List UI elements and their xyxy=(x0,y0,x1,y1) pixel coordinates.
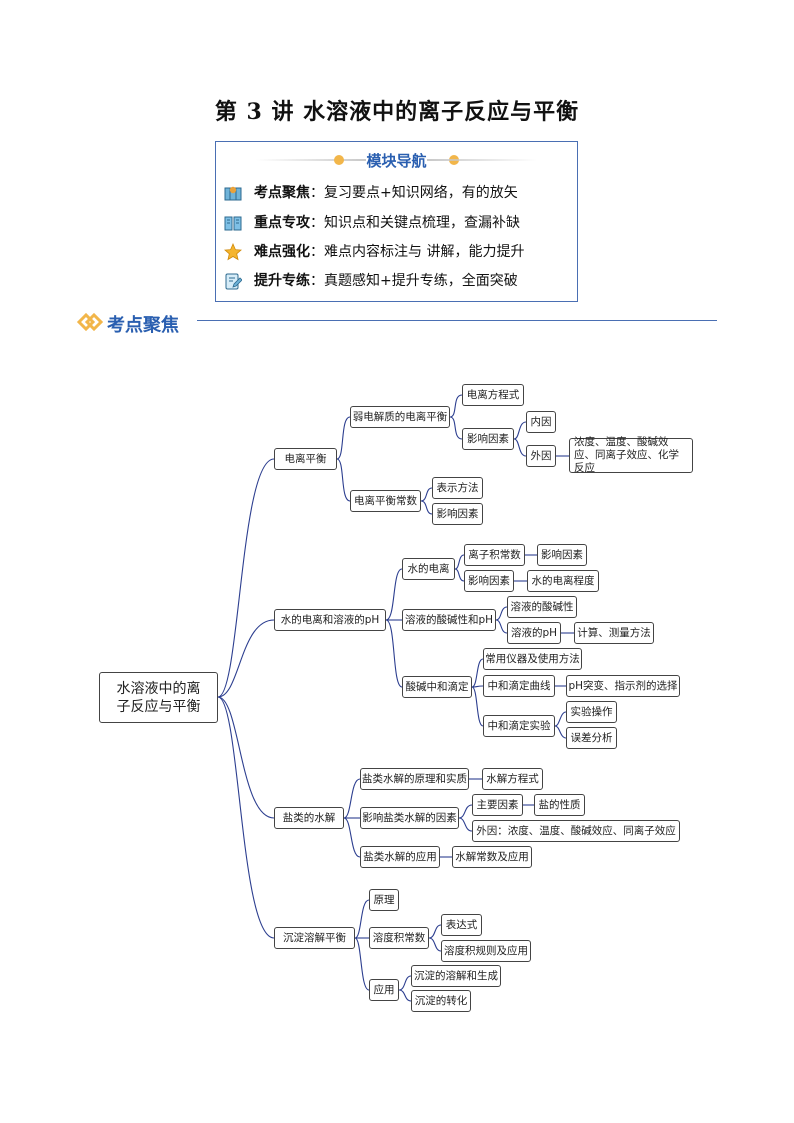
mindmap-node: 沉淀的转化 xyxy=(411,990,471,1012)
nav-item-text: 复习要点+知识网络，有的放矢 xyxy=(324,185,518,201)
double-diamond-icon xyxy=(76,312,104,335)
mindmap-node: 溶度积常数 xyxy=(369,927,429,949)
mindmap-node: 盐类的水解 xyxy=(274,807,344,829)
nav-item-text: 知识点和关键点梳理，查漏补缺 xyxy=(324,215,520,231)
mindmap-node: 常用仪器及使用方法 xyxy=(483,648,582,670)
nav-item-separator: ： xyxy=(310,185,324,201)
nav-item-separator: ： xyxy=(310,215,324,231)
mindmap-node: 主要因素 xyxy=(472,794,523,816)
mindmap-node: 盐类水解的应用 xyxy=(360,846,440,868)
nav-item-label: 考点聚焦 xyxy=(254,185,310,201)
mindmap-node: 电离平衡常数 xyxy=(350,490,421,512)
nav-item-focus: 考点聚焦：复习要点+知识网络，有的放矢 xyxy=(224,182,518,204)
mindmap-node: 电离方程式 xyxy=(462,384,524,406)
mindmap-node: 原理 xyxy=(369,889,399,911)
mindmap-node: 影响因素 xyxy=(462,428,514,450)
mindmap-node: 沉淀的溶解和生成 xyxy=(411,965,501,987)
mindmap-node: pH突变、指示剂的选择 xyxy=(566,675,680,697)
mindmap-node: 水的电离和溶液的pH xyxy=(274,609,386,631)
section-divider xyxy=(197,320,717,321)
mindmap-node: 水的电离 xyxy=(402,558,455,580)
mindmap-node: 实验操作 xyxy=(566,701,617,723)
mindmap-node: 酸碱中和滴定 xyxy=(402,676,472,698)
nav-item-practice: 提升专练：真题感知+提升专练，全面突破 xyxy=(224,270,518,292)
mindmap-node: 电离平衡 xyxy=(274,448,337,470)
mindmap-node: 表示方法 xyxy=(432,477,483,499)
nav-item-difficult: 难点强化：难点内容标注与 讲解，能力提升 xyxy=(224,241,524,263)
section-label: 考点聚焦 xyxy=(107,315,179,336)
mindmap-node: 中和滴定实验 xyxy=(483,715,555,737)
mindmap-node: 水解方程式 xyxy=(482,768,543,790)
mindmap-node: 表达式 xyxy=(441,914,482,936)
mindmap-node: 外因：浓度、温度、酸碱效应、同离子效应 xyxy=(472,820,680,842)
mindmap-node: 浓度、温度、酸碱效应、同离子效应、化学反应 xyxy=(569,436,693,474)
dot-icon xyxy=(334,155,344,165)
mindmap-node: 水解常数及应用 xyxy=(452,846,532,868)
mindmap-node: 盐类水解的原理和实质 xyxy=(360,768,469,790)
mindmap-node: 影响因素 xyxy=(432,503,483,525)
mindmap-node: 溶液的酸碱性和pH xyxy=(402,609,496,631)
nav-item-key: 重点专攻：知识点和关键点梳理，查漏补缺 xyxy=(224,212,520,234)
mindmap-node: 水的电离程度 xyxy=(527,570,599,592)
page-title: 第 3 讲 水溶液中的离子反应与平衡 xyxy=(214,99,580,125)
mindmap-node: 沉淀溶解平衡 xyxy=(274,927,355,949)
mindmap-node: 计算、测量方法 xyxy=(574,622,654,644)
mindmap-node: 影响盐类水解的因素 xyxy=(360,807,459,829)
mindmap-node: 内因 xyxy=(526,411,556,433)
mindmap-node: 影响因素 xyxy=(537,544,587,566)
mindmap-node: 误差分析 xyxy=(566,727,617,749)
mindmap-node: 离子积常数 xyxy=(464,544,525,566)
nav-header: 模块导航 xyxy=(216,150,577,170)
star-icon xyxy=(224,242,242,261)
mindmap-node: 溶液的酸碱性 xyxy=(507,596,577,618)
mindmap-node: 外因 xyxy=(526,445,556,467)
module-navigation-box: 模块导航 考点聚焦：复习要点+知识网络，有的放矢 重点专攻：知识点和关键点梳理，… xyxy=(215,141,578,302)
mindmap-root: 水溶液中的离子反应与平衡 xyxy=(99,672,218,723)
nav-item-text: 难点内容标注与 讲解，能力提升 xyxy=(324,244,525,260)
nav-item-label: 重点专攻 xyxy=(254,215,310,231)
mindmap-node: 溶液的pH xyxy=(507,622,561,644)
nav-item-label: 提升专练 xyxy=(254,273,310,289)
mindmap-node: 中和滴定曲线 xyxy=(483,675,555,697)
nav-item-label: 难点强化 xyxy=(254,244,310,260)
mindmap-node: 应用 xyxy=(369,979,399,1001)
nav-item-separator: ： xyxy=(310,244,324,260)
nav-title: 模块导航 xyxy=(366,152,427,170)
divider xyxy=(427,159,537,161)
mindmap-node: 影响因素 xyxy=(464,570,514,592)
mindmap-node: 弱电解质的电离平衡 xyxy=(350,406,450,428)
divider xyxy=(256,159,366,161)
book-icon xyxy=(224,214,242,232)
nav-item-separator: ： xyxy=(310,273,324,289)
mindmap-node: 盐的性质 xyxy=(534,794,585,816)
mindmap-node: 溶度积规则及应用 xyxy=(441,940,531,962)
nav-item-text: 真题感知+提升专练，全面突破 xyxy=(324,273,518,289)
map-icon xyxy=(224,184,242,202)
edit-icon xyxy=(224,272,243,290)
